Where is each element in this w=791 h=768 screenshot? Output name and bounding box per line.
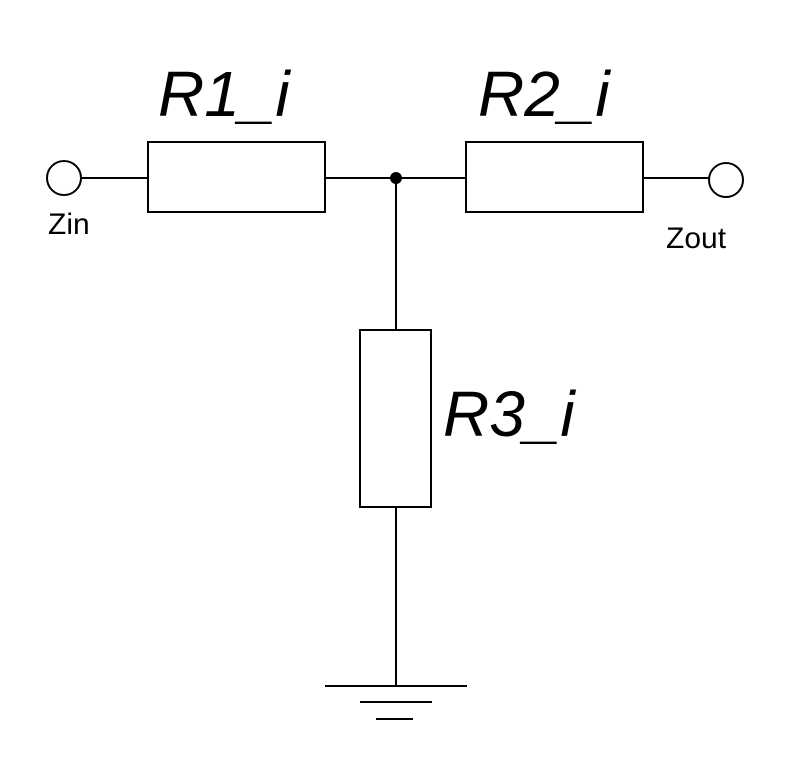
input-port-label: Zin (48, 208, 90, 241)
output-port-label: Zout (666, 222, 727, 255)
resistor-r2 (465, 141, 644, 213)
output-terminal (708, 162, 744, 198)
input-terminal (46, 160, 82, 196)
r2-label: R2_i (478, 58, 611, 130)
resistor-r3 (359, 329, 432, 508)
r1-label: R1_i (158, 58, 291, 130)
ground-icon (325, 685, 467, 720)
r3-label: R3_i (443, 378, 576, 450)
resistor-r1 (147, 141, 326, 213)
